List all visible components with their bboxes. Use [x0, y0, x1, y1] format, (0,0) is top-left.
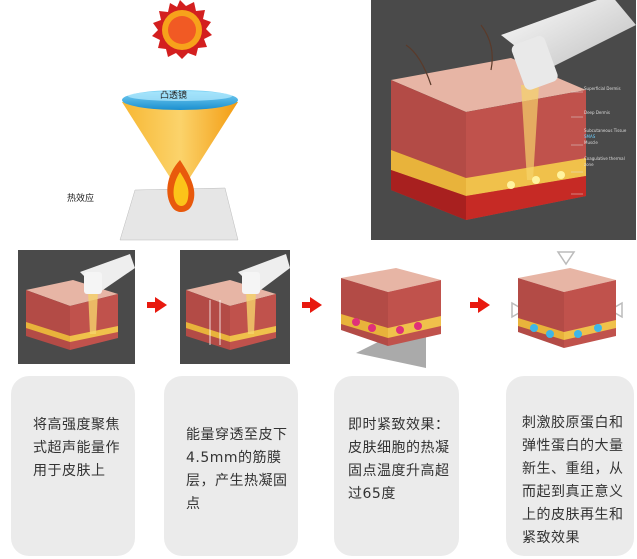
step-image-3	[336, 258, 456, 368]
focus-diagram: 凸透镜 热效应	[67, 0, 280, 245]
layer-label: Deep Dermis	[584, 110, 611, 115]
step-card-text: 即时紧致效果：皮肤细胞的热凝固点温度升高超过65度	[348, 417, 450, 502]
sun-icon	[152, 0, 212, 59]
heat-effect-label: 热效应	[67, 194, 95, 204]
ground-plane	[119, 187, 239, 241]
flame-icon	[167, 160, 195, 213]
step-card-4: 刺激胶原蛋白和弹性蛋白的大量新生、重组，从而起到真正意义上的皮肤再生和紧致效果	[506, 376, 634, 556]
step-image-2	[180, 250, 290, 364]
layer-label: Coagulative thermal zone	[584, 156, 625, 167]
step-image-1	[18, 250, 135, 364]
arrow-right-icon	[470, 297, 490, 313]
step-card-text: 刺激胶原蛋白和弹性蛋白的大量新生、重组，从而起到真正意义上的皮肤再生和紧致效果	[522, 415, 624, 546]
layer-label: SMAS	[584, 134, 596, 139]
step-card-2: 能量穿透至皮下4.5mm的筋膜层，产生热凝固点	[164, 376, 298, 556]
layer-labels: Superficial Dermis Deep Dermis Subcutane…	[584, 86, 634, 168]
light-cone	[122, 102, 238, 190]
step-card-text: 能量穿透至皮下4.5mm的筋膜层，产生热凝固点	[186, 427, 288, 512]
layer-label: Superficial Dermis	[584, 86, 621, 91]
step-card-text: 将高强度聚焦式超声能量作用于皮肤上	[33, 417, 120, 479]
arrow-right-icon	[302, 297, 322, 313]
step-image-4	[508, 248, 626, 366]
step-card-3: 即时紧致效果：皮肤细胞的热凝固点温度升高超过65度	[334, 376, 459, 556]
main-skin-image: Superficial Dermis Deep Dermis Subcutane…	[371, 0, 636, 240]
layer-label: Subcutaneous Tissue	[584, 128, 627, 133]
layer-label: Muscle	[584, 140, 598, 145]
ultrasound-device-icon	[501, 0, 636, 90]
lens-label: 凸透镜	[160, 91, 188, 101]
step-card-1: 将高强度聚焦式超声能量作用于皮肤上	[11, 376, 135, 556]
arrow-right-icon	[147, 297, 167, 313]
